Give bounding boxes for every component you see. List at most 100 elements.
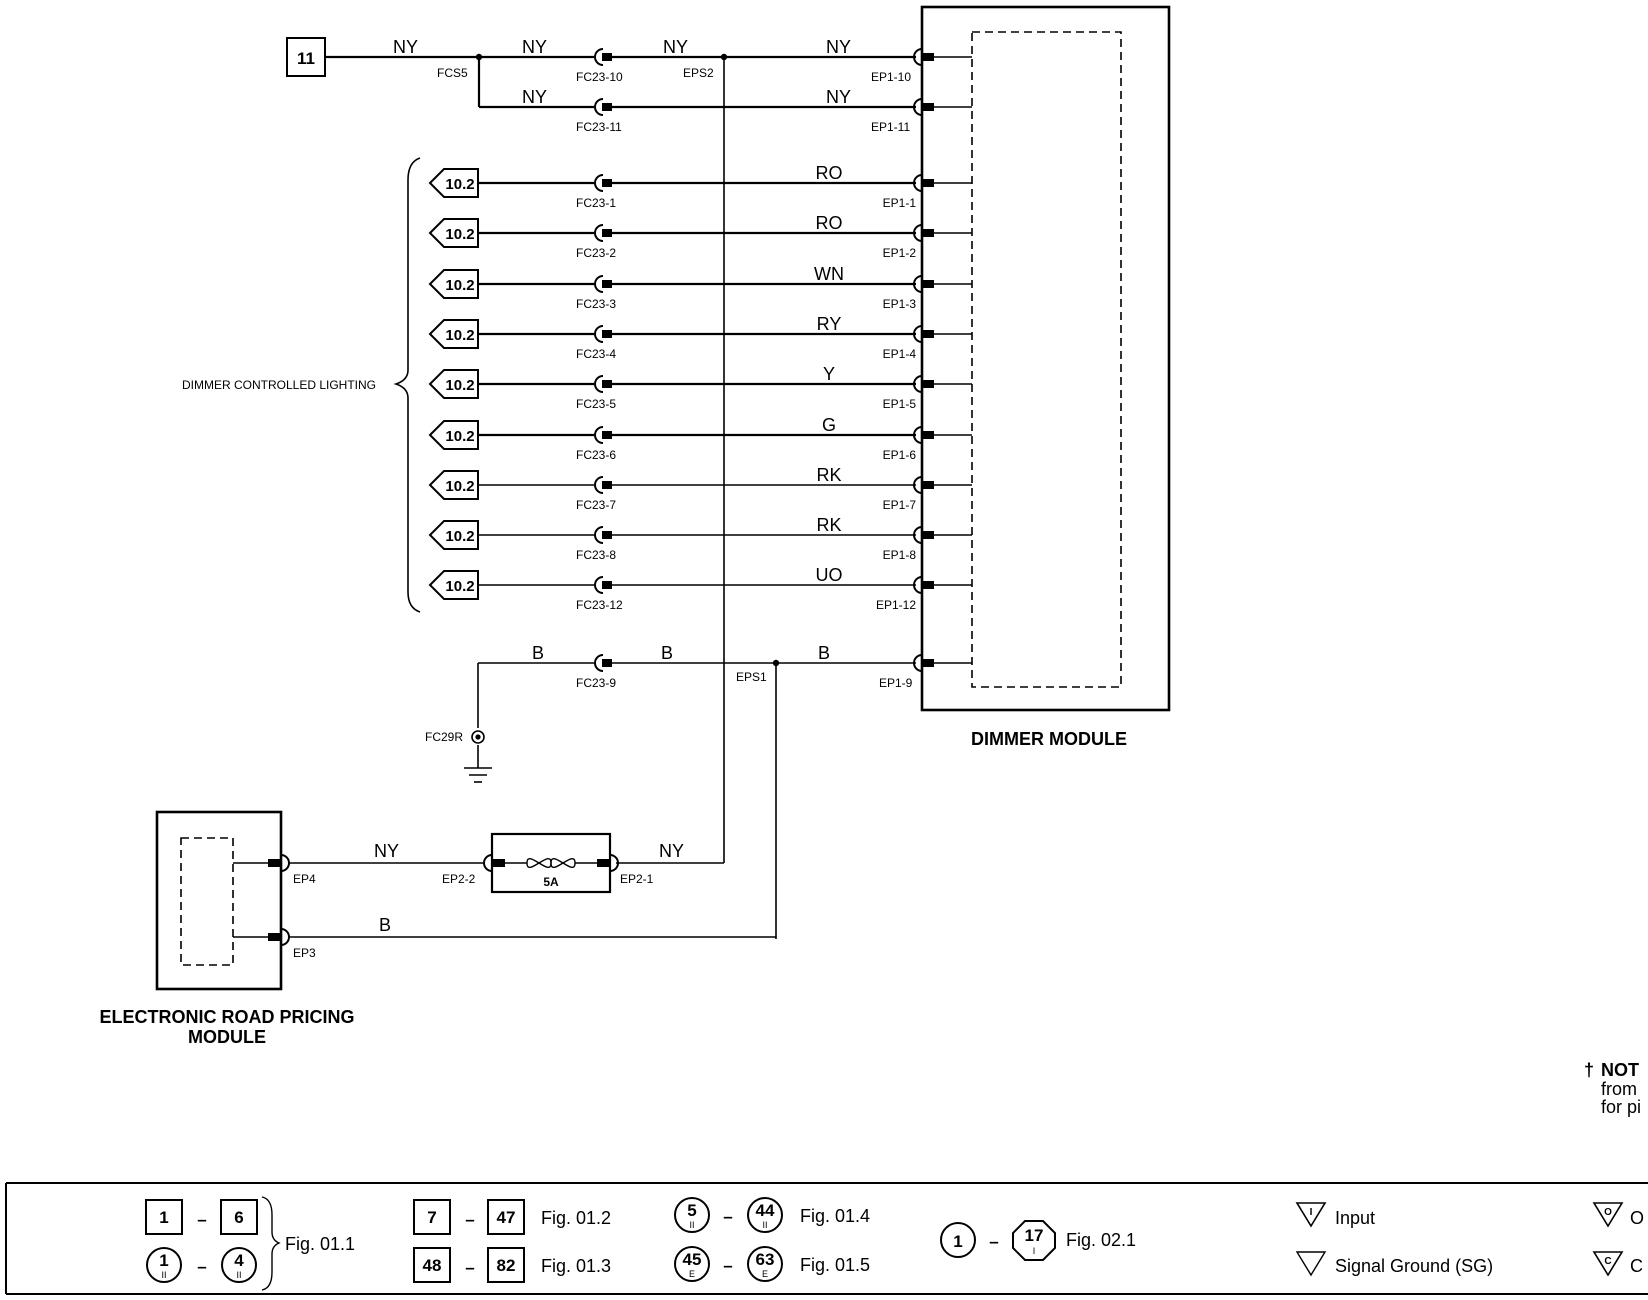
right-connector-label: EP1-3	[883, 297, 917, 311]
wire-label-b: B	[379, 915, 391, 935]
fuse-rating-label: 5A	[543, 875, 559, 889]
splice-eps2-label: EPS2	[683, 66, 714, 80]
right-connector-label: EP1-7	[883, 498, 917, 512]
module-pin	[922, 581, 934, 589]
legend-circle-sub: II	[161, 1270, 166, 1280]
right-connector-label: EP1-12	[876, 598, 916, 612]
erp-module-title-2: MODULE	[188, 1027, 266, 1047]
c-triangle-icon: C	[1604, 1256, 1611, 1267]
connector-ep4-label: EP4	[293, 872, 316, 886]
wire-color-label: RO	[816, 213, 843, 233]
connector-pin	[602, 380, 612, 388]
connector-ep2-1-label: EP2-1	[620, 872, 654, 886]
dimmer-group-brace: DIMMER CONTROLLED LIGHTING	[182, 157, 421, 613]
module-pin	[922, 179, 934, 187]
connector-icon	[594, 526, 604, 544]
module-pin-icon	[913, 526, 923, 544]
wire-label-ny: NY	[522, 87, 547, 107]
module-pin-icon	[913, 375, 923, 393]
legend-dash: –	[723, 1207, 732, 1226]
reference-tag-label: 10.2	[445, 226, 474, 243]
note-line-2: from	[1601, 1079, 1637, 1099]
module-pin-icon	[913, 426, 923, 444]
legend-box-48: 48	[423, 1256, 442, 1275]
right-connector-label: EP1-8	[883, 548, 917, 562]
wire-label-ny: NY	[826, 37, 851, 57]
wire-color-label: WN	[814, 264, 844, 284]
lighting-circuits: 10.2FC23-1ROEP1-110.2FC23-2ROEP1-210.2FC…	[428, 163, 917, 612]
wire-label-b: B	[661, 643, 673, 663]
legend-circle-4: 4	[234, 1251, 244, 1270]
connector-pin	[602, 531, 612, 539]
reference-tag-label: 10.2	[445, 377, 474, 394]
connector-icon	[594, 476, 604, 494]
reference-tag-label: 10.2	[445, 528, 474, 545]
connector-pin	[602, 330, 612, 338]
legend-box-6: 6	[234, 1208, 243, 1227]
wire-label-ny: NY	[374, 841, 399, 861]
left-connector-label: FC23-3	[576, 297, 616, 311]
wire-color-label: RY	[817, 314, 842, 334]
connector-fc23-11-label: FC23-11	[576, 120, 622, 134]
legend-dash: –	[723, 1256, 732, 1275]
legend-dash: –	[197, 1257, 206, 1276]
legend-dash: –	[465, 1210, 474, 1229]
reference-tag-label: 10.2	[445, 578, 474, 595]
module-pin	[922, 53, 934, 61]
legend-fig-label: Fig. 01.1	[285, 1234, 355, 1254]
legend-fig-label: Fig. 01.4	[800, 1206, 870, 1226]
legend-circle-1: 1	[953, 1232, 962, 1251]
legend-circle-sub: E	[762, 1269, 768, 1279]
reference-tag-label: 10.2	[445, 478, 474, 495]
module-pin	[922, 330, 934, 338]
wire-color-label: UO	[816, 565, 843, 585]
wire-label-ny: NY	[663, 37, 688, 57]
legend-octagon-sub: I	[1033, 1246, 1036, 1256]
module-pin-icon	[913, 654, 923, 672]
reference-tag-label: 10.2	[445, 176, 474, 193]
legend-fig-label: Fig. 01.3	[541, 1256, 611, 1276]
module-pin-icon	[913, 98, 923, 116]
left-connector-label: FC23-5	[576, 397, 616, 411]
wire-label-ny: NY	[826, 87, 851, 107]
module-pin-icon	[913, 48, 923, 66]
wire-color-label: Y	[823, 364, 835, 384]
legend-group-fig-02-1: 1 – 17 I Fig. 02.1	[940, 1220, 1136, 1261]
erp-module: ELECTRONIC ROAD PRICING MODULE	[99, 810, 355, 1047]
module-pin-icon	[913, 325, 923, 343]
splice-eps1-label: EPS1	[736, 670, 767, 684]
legend-group-fig-01-1: 1 – 6 1 II – 4 II Fig. 01.1	[145, 1196, 355, 1291]
note-mark: †	[1584, 1060, 1594, 1080]
legend-box-1: 1	[159, 1208, 168, 1227]
note-line-3: for pi	[1601, 1097, 1641, 1117]
ground-circuit-wires	[464, 662, 916, 939]
wire-color-label: G	[822, 415, 836, 435]
left-connector-label: FC23-6	[576, 448, 616, 462]
legend-dash: –	[989, 1232, 998, 1251]
right-connector-label: EP1-2	[883, 246, 917, 260]
connector-ep1-10-label: EP1-10	[871, 70, 911, 84]
wire-color-label: RO	[816, 163, 843, 183]
module-pin-icon	[913, 224, 923, 242]
right-connector-label: EP1-5	[883, 397, 917, 411]
wire-label-ny: NY	[659, 841, 684, 861]
splice-fcs5-dot	[475, 53, 483, 61]
connector-ep3-label: EP3	[293, 946, 316, 960]
reference-tag-label: 10.2	[445, 327, 474, 344]
source-box-11: 11	[286, 37, 326, 77]
connector-icon	[594, 325, 604, 343]
connector-icon	[594, 375, 604, 393]
connector-icon	[594, 174, 604, 192]
legend-circle-5: 5	[687, 1201, 696, 1220]
wire-color-label: RK	[816, 465, 841, 485]
dimmer-module-pins	[913, 48, 972, 672]
fuse-5a: 5A	[483, 832, 619, 894]
connector-ep2-2-label: EP2-2	[442, 872, 476, 886]
module-pin	[922, 659, 934, 667]
